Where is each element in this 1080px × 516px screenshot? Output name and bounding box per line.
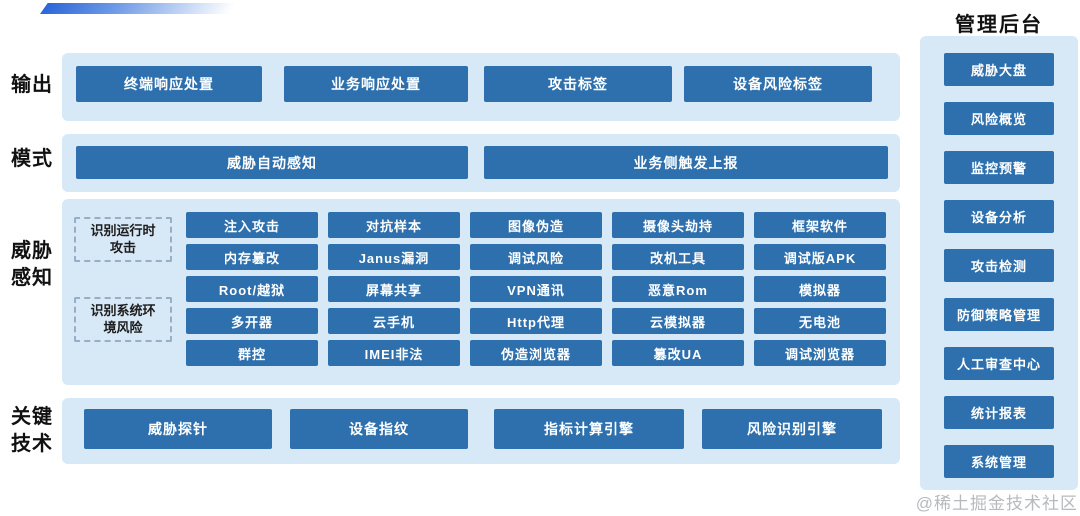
block-debug-risk: 调试风险 — [470, 244, 602, 270]
row-label-mode-text: 模式 — [11, 148, 53, 170]
block-debug-browser: 调试浏览器 — [754, 340, 886, 366]
block-risk-identify-engine: 风险识别引擎 — [702, 409, 882, 449]
block-fake-browser: 伪造浏览器 — [470, 340, 602, 366]
row-label-output: 输出 — [4, 72, 60, 99]
sublabel-runtime-attack: 识别运行时 攻击 — [74, 217, 172, 262]
block-threat-dashboard: 威胁大盘 — [944, 53, 1054, 86]
block-framework-software: 框架软件 — [754, 212, 886, 238]
block-memory-tamper: 内存篡改 — [186, 244, 318, 270]
sublabel-system-env-line1: 识别系统环 — [90, 302, 156, 318]
block-malicious-rom: 恶意Rom — [612, 276, 744, 302]
block-camera-hijack: 摄像头劫持 — [612, 212, 744, 238]
block-attack-detection: 攻击检测 — [944, 249, 1054, 282]
block-threat-probe: 威胁探针 — [84, 409, 272, 449]
sublabel-runtime-attack-line2: 攻击 — [109, 239, 136, 255]
block-statistics-report: 统计报表 — [944, 396, 1054, 429]
row-label-threat-line1: 威胁 — [11, 240, 53, 262]
block-system-management: 系统管理 — [944, 445, 1054, 478]
block-auto-threat-sense: 威胁自动感知 — [76, 146, 468, 179]
block-monitor-alert: 监控预警 — [944, 151, 1054, 184]
block-device-analysis: 设备分析 — [944, 200, 1054, 233]
block-business-response: 业务响应处置 — [284, 66, 468, 102]
block-screen-share: 屏幕共享 — [328, 276, 460, 302]
block-tampered-ua: 篡改UA — [612, 340, 744, 366]
threat-grid: 注入攻击 对抗样本 图像伪造 摄像头劫持 框架软件 内存篡改 Janus漏洞 调… — [186, 212, 886, 366]
row-label-threat-perception: 威胁 感知 — [4, 238, 60, 292]
block-attack-tag: 攻击标签 — [484, 66, 672, 102]
block-manual-review-center: 人工审查中心 — [944, 347, 1054, 380]
admin-panel: 威胁大盘 风险概览 监控预警 设备分析 攻击检测 防御策略管理 人工审查中心 统… — [920, 36, 1078, 490]
block-device-mod-tool: 改机工具 — [612, 244, 744, 270]
block-terminal-response: 终端响应处置 — [76, 66, 262, 102]
block-http-proxy: Http代理 — [470, 308, 602, 334]
block-vpn-traffic: VPN通讯 — [470, 276, 602, 302]
juejin-watermark: @稀土掘金技术社区 — [915, 494, 1078, 513]
block-risk-overview: 风险概览 — [944, 102, 1054, 135]
block-imei-illegal: IMEI非法 — [328, 340, 460, 366]
row-label-tech-line2: 技术 — [11, 433, 53, 455]
block-emulator: 模拟器 — [754, 276, 886, 302]
row-label-threat-line2: 感知 — [11, 267, 53, 289]
key-tech-panel: 威胁探针 设备指纹 指标计算引擎 风险识别引擎 — [62, 398, 900, 464]
admin-panel-title: 管理后台 — [955, 14, 1043, 36]
output-row-panel: 终端响应处置 业务响应处置 攻击标签 设备风险标签 — [62, 53, 900, 121]
mode-row-panel: 威胁自动感知 业务侧触发上报 — [62, 134, 900, 192]
block-janus-vuln: Janus漏洞 — [328, 244, 460, 270]
row-label-key-tech: 关键 技术 — [4, 404, 60, 458]
sublabel-runtime-attack-line1: 识别运行时 — [90, 222, 156, 238]
block-cloud-emulator: 云模拟器 — [612, 308, 744, 334]
block-device-risk-tag: 设备风险标签 — [684, 66, 872, 102]
block-cloud-phone: 云手机 — [328, 308, 460, 334]
block-metric-compute-engine: 指标计算引擎 — [494, 409, 684, 449]
block-injection-attack: 注入攻击 — [186, 212, 318, 238]
block-multi-open: 多开器 — [186, 308, 318, 334]
row-label-tech-line1: 关键 — [11, 406, 53, 428]
sublabel-system-env-risk: 识别系统环 境风险 — [74, 297, 172, 342]
block-no-battery: 无电池 — [754, 308, 886, 334]
block-adversarial-sample: 对抗样本 — [328, 212, 460, 238]
row-label-mode: 模式 — [4, 146, 60, 173]
block-device-fingerprint: 设备指纹 — [290, 409, 468, 449]
threat-perception-panel: 识别运行时 攻击 识别系统环 境风险 注入攻击 对抗样本 图像伪造 摄像头劫持 … — [62, 199, 900, 385]
block-image-forgery: 图像伪造 — [470, 212, 602, 238]
sublabel-system-env-line2: 境风险 — [103, 319, 143, 335]
block-root-jailbreak: Root/越狱 — [186, 276, 318, 302]
row-label-output-text: 输出 — [11, 74, 53, 96]
accent-swoosh-decoration — [40, 3, 253, 14]
block-defense-strategy-mgmt: 防御策略管理 — [944, 298, 1054, 331]
block-business-trigger-report: 业务侧触发上报 — [484, 146, 888, 179]
block-debug-apk: 调试版APK — [754, 244, 886, 270]
block-group-control: 群控 — [186, 340, 318, 366]
